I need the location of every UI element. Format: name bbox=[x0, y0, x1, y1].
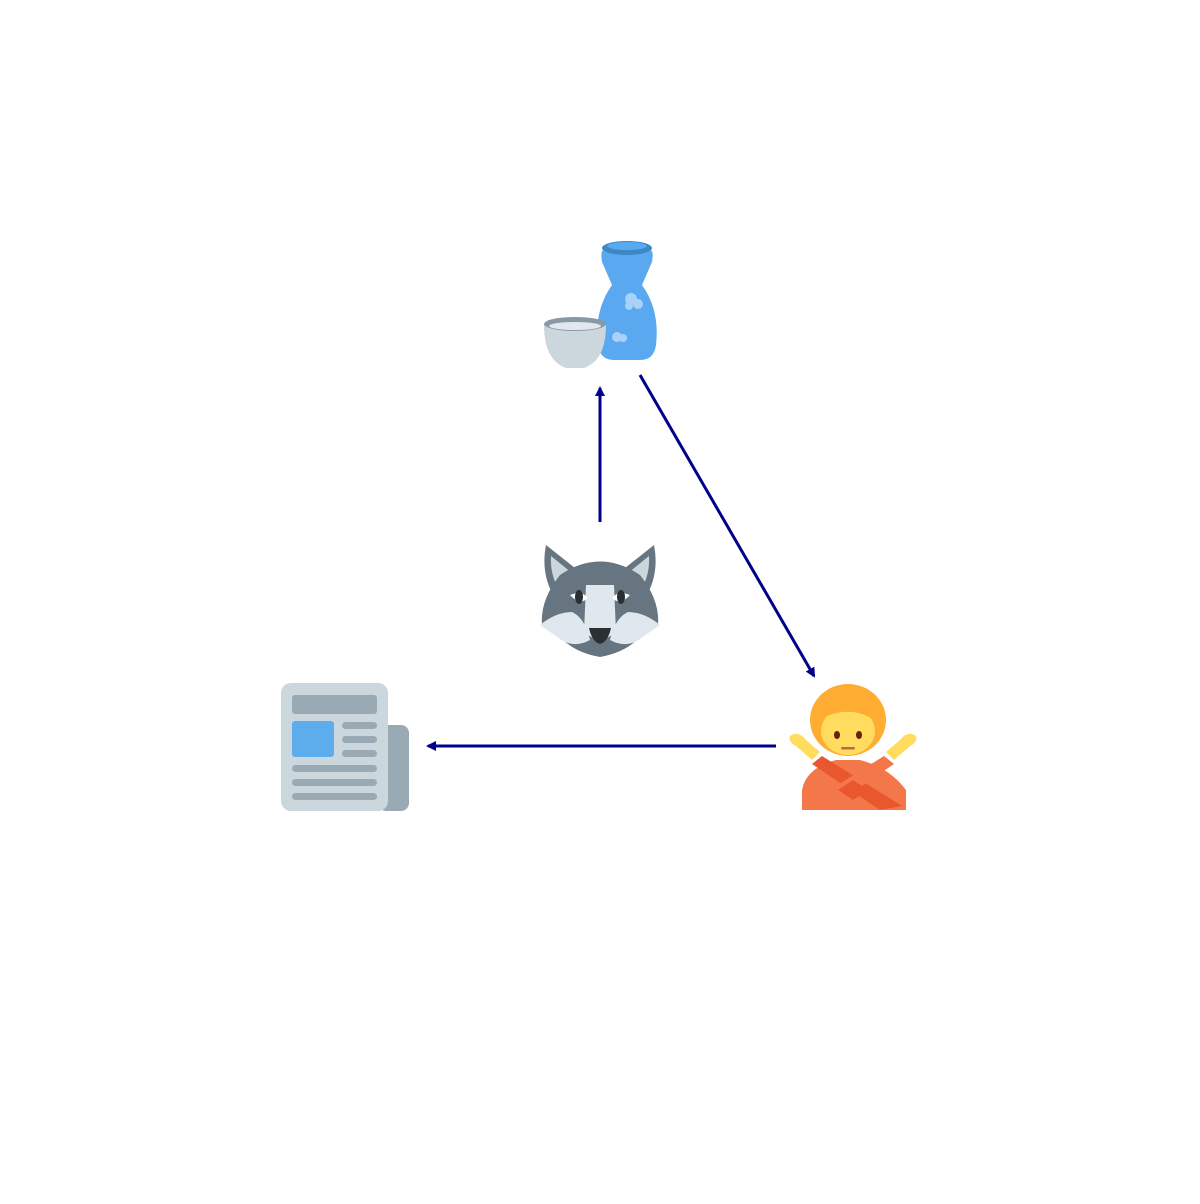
sake-icon bbox=[544, 241, 657, 368]
newspaper-icon bbox=[281, 683, 409, 811]
edge-sake-to-person bbox=[638, 374, 816, 678]
person-gesturing-no-icon bbox=[789, 684, 917, 810]
wolf-icon bbox=[540, 545, 660, 657]
